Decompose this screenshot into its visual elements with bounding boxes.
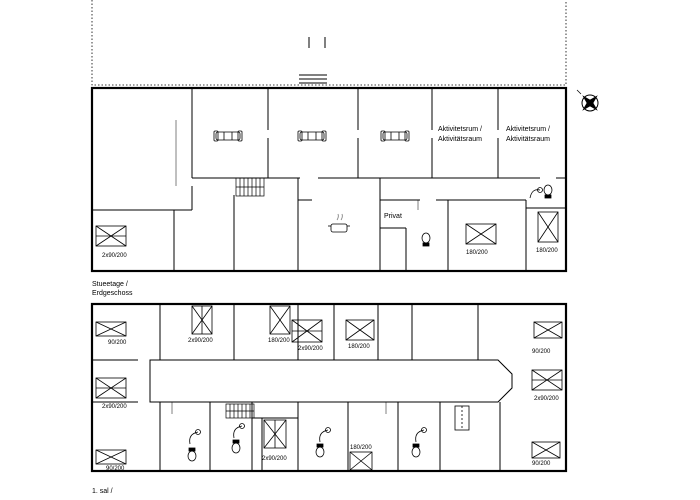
- bed: 90/200: [532, 321, 563, 355]
- sofa-icon: [380, 130, 410, 142]
- toilet-icon: [543, 184, 553, 199]
- bed-label: 90/200: [108, 340, 127, 346]
- bed-label: 90/200: [532, 461, 551, 467]
- shower-icon: [233, 423, 245, 439]
- room-label-activity-1: Aktivitetsrum /: [438, 126, 482, 133]
- bed-label: 180/200: [536, 248, 558, 254]
- bed: 180/200: [268, 305, 291, 344]
- bed-label: 180/200: [268, 338, 290, 344]
- shower-icon: [454, 405, 470, 431]
- toilet-icon: [187, 447, 197, 462]
- corridor-outline: [149, 359, 513, 403]
- floor-label-line1: 1. sal /: [92, 488, 113, 495]
- ground-floor-outline: [90, 86, 568, 273]
- floor-label-line2: Erdgeschoss: [92, 290, 133, 297]
- room-label-activity-1: Aktivitätsraum: [438, 136, 482, 143]
- toilet-icon: [315, 443, 325, 458]
- bed-label: 2x90/200: [298, 346, 323, 352]
- ground-floor: [90, 86, 568, 273]
- bed-label: 2x90/200: [534, 396, 559, 402]
- bed: 180/200: [536, 211, 559, 254]
- bed: 90/200: [531, 441, 561, 467]
- bed: 2x90/200: [188, 305, 213, 344]
- bed: 2x90/200: [95, 225, 127, 259]
- room-label-activity-2: Aktivitetsrum /: [506, 126, 550, 133]
- bed-label: 180/200: [348, 344, 370, 350]
- bed-label: 90/200: [532, 349, 551, 355]
- bed: 180/200: [465, 223, 497, 256]
- bed: 2x90/200: [291, 319, 323, 352]
- shower-icon: [415, 427, 427, 443]
- floor-label-ground: Stueetage / Erdgeschoss: [92, 280, 132, 298]
- toilet-icon: [421, 232, 431, 247]
- compass-rose-icon: [576, 89, 599, 112]
- bed-label: 2x90/200: [262, 456, 287, 462]
- stairs-icon: [235, 177, 265, 197]
- first-floor-outline: [90, 302, 568, 473]
- sofa-icon: [213, 130, 243, 142]
- shower-icon: [319, 427, 331, 443]
- bed-label: 90/200: [106, 466, 125, 472]
- room-label-activity-2: Aktivitätsraum: [506, 136, 550, 143]
- bed-label: 2x90/200: [188, 338, 213, 344]
- stairs-icon: [225, 403, 255, 419]
- bed: 180/200: [349, 445, 373, 471]
- entrance-steps: [299, 74, 327, 84]
- bed-label: 180/200: [466, 250, 488, 256]
- bed: 2x90/200: [262, 419, 287, 462]
- shower-icon: [529, 187, 543, 199]
- shower-icon: [189, 429, 201, 445]
- bed: 90/200: [95, 449, 127, 472]
- bed-label: 2x90/200: [102, 253, 127, 259]
- bed: 180/200: [345, 319, 375, 350]
- floor-label-first: 1. sal /: [92, 487, 113, 496]
- bed: 90/200: [95, 321, 127, 346]
- toilet-icon: [411, 443, 421, 458]
- bed-label: 180/200: [350, 445, 372, 451]
- terrace-outline: [91, 0, 567, 86]
- room-label-private: Privat: [384, 213, 402, 220]
- floor-label-line1: Stueetage /: [92, 281, 128, 288]
- bed: 2x90/200: [95, 377, 127, 410]
- bed: 2x90/200: [531, 369, 563, 402]
- sofa-icon: [297, 130, 327, 142]
- first-floor: [90, 302, 568, 473]
- bed-label: 2x90/200: [102, 404, 127, 410]
- stove-icon: [328, 213, 350, 233]
- toilet-icon: [231, 439, 241, 454]
